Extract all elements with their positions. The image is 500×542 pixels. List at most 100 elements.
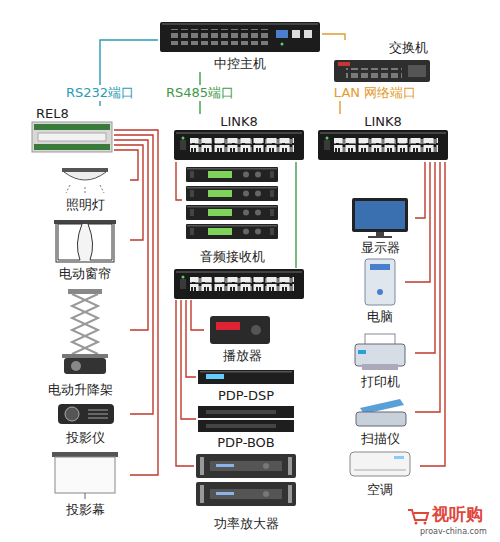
relay-unit bbox=[34, 124, 110, 130]
media-player: 播放器 bbox=[204, 312, 280, 364]
port-label: RS485端口 bbox=[163, 85, 237, 101]
watermark-logo bbox=[408, 510, 428, 525]
projector-symbol bbox=[88, 417, 108, 419]
relay-unit bbox=[32, 122, 112, 152]
device-label: PDP-BOB bbox=[217, 435, 274, 451]
connector-line bbox=[181, 300, 196, 419]
switch-unit bbox=[334, 60, 430, 82]
connector-line bbox=[114, 140, 148, 330]
relay-unit bbox=[34, 144, 110, 150]
relay-module: REL8 bbox=[30, 106, 114, 154]
device-label: REL8 bbox=[36, 106, 69, 122]
connector-line bbox=[415, 162, 425, 218]
relay-unit bbox=[38, 133, 106, 141]
aircon-symbol bbox=[394, 456, 404, 459]
illustration bbox=[318, 130, 448, 160]
printer-symbol bbox=[355, 344, 405, 366]
power-link: LINK8 bbox=[316, 114, 450, 162]
controller-unit bbox=[276, 30, 288, 38]
connector-line bbox=[176, 162, 182, 200]
dsp-unit: PDP-DSP bbox=[196, 368, 296, 404]
projector-symbol bbox=[88, 413, 108, 415]
watermark-logo bbox=[424, 522, 427, 525]
switch-unit bbox=[346, 68, 402, 78]
air-conditioner: 空调 bbox=[340, 450, 420, 498]
projector-symbol bbox=[58, 404, 114, 424]
curtain-symbol bbox=[54, 220, 116, 262]
curtain-symbol bbox=[56, 222, 114, 262]
breakout-unit bbox=[206, 410, 276, 414]
curtain-symbol bbox=[88, 224, 112, 260]
device-label: 投影仪 bbox=[66, 430, 105, 446]
screen-symbol bbox=[52, 452, 118, 499]
dsp-unit-art bbox=[198, 370, 294, 384]
curtain-symbol bbox=[54, 220, 116, 224]
watermark-logo bbox=[415, 522, 418, 525]
lamp-symbol bbox=[64, 172, 106, 180]
power-amplifier: 功率放大器 bbox=[194, 452, 298, 532]
computer-symbol bbox=[365, 259, 395, 305]
connector-line bbox=[295, 162, 296, 268]
screen-symbol bbox=[52, 452, 118, 457]
aircon-symbol bbox=[350, 452, 410, 476]
switch-unit bbox=[408, 65, 426, 77]
printer-symbol bbox=[358, 350, 366, 354]
breakout-unit bbox=[198, 406, 294, 432]
audio-receiver: 音频接收机 bbox=[182, 165, 282, 265]
connector-line bbox=[114, 150, 138, 180]
dsp-unit-art bbox=[206, 374, 224, 379]
illustration bbox=[174, 130, 304, 160]
dsp-unit-art bbox=[200, 371, 292, 373]
device-label: 空调 bbox=[367, 482, 393, 498]
projector-symbol bbox=[65, 407, 79, 421]
lamp-symbol bbox=[62, 168, 108, 194]
projector-symbol bbox=[88, 409, 108, 411]
connector-line bbox=[114, 135, 153, 414]
lift-symbol bbox=[62, 289, 108, 374]
device-label: 照明灯 bbox=[66, 197, 105, 213]
lamp-symbol bbox=[62, 168, 108, 172]
scanner-symbol bbox=[356, 412, 406, 426]
controller-unit bbox=[281, 43, 284, 46]
lamp-symbol bbox=[85, 187, 86, 194]
watermark: 视听购 bbox=[432, 504, 483, 524]
screen-symbol bbox=[55, 457, 115, 493]
device-label: 电动升降架 bbox=[48, 382, 113, 398]
curtain-symbol bbox=[58, 224, 82, 260]
device-label: PDP-DSP bbox=[218, 388, 274, 404]
curtain-device: 电动窗帘 bbox=[40, 218, 130, 282]
controller-unit bbox=[160, 22, 320, 52]
illustration bbox=[196, 482, 296, 506]
controller-unit bbox=[292, 30, 300, 38]
lift-symbol bbox=[64, 358, 106, 374]
screen-device: 投影幕 bbox=[40, 448, 130, 518]
connector-line bbox=[191, 300, 204, 330]
breakout-box: PDP-BOB bbox=[196, 405, 296, 451]
device-label: 中控主机 bbox=[214, 56, 266, 72]
monitor-symbol bbox=[355, 201, 405, 229]
controller-unit: 中控主机 bbox=[158, 20, 322, 72]
connector-line bbox=[322, 34, 345, 40]
scanner-symbol bbox=[356, 399, 406, 426]
connector-line bbox=[415, 162, 435, 353]
lamp-symbol bbox=[66, 185, 70, 193]
port-label: RS232端口 bbox=[63, 85, 137, 101]
device-label: LINK8 bbox=[220, 114, 258, 130]
watermark-url: proav-china.com bbox=[420, 527, 487, 537]
lift-symbol bbox=[72, 294, 98, 354]
connector-line bbox=[420, 162, 445, 466]
device-label: 功率放大器 bbox=[214, 516, 279, 532]
player-unit bbox=[216, 322, 240, 330]
monitor-symbol bbox=[352, 198, 408, 232]
relay-unit bbox=[32, 122, 112, 152]
aircon-symbol bbox=[350, 452, 410, 476]
watermark-logo bbox=[408, 510, 428, 520]
display-device: 显示器 bbox=[345, 196, 415, 256]
player-unit bbox=[251, 325, 261, 335]
lift-symbol bbox=[68, 289, 102, 294]
switch-unit bbox=[334, 60, 430, 82]
connector-line bbox=[415, 162, 440, 412]
connector-line bbox=[114, 145, 143, 240]
illustration bbox=[186, 186, 278, 201]
